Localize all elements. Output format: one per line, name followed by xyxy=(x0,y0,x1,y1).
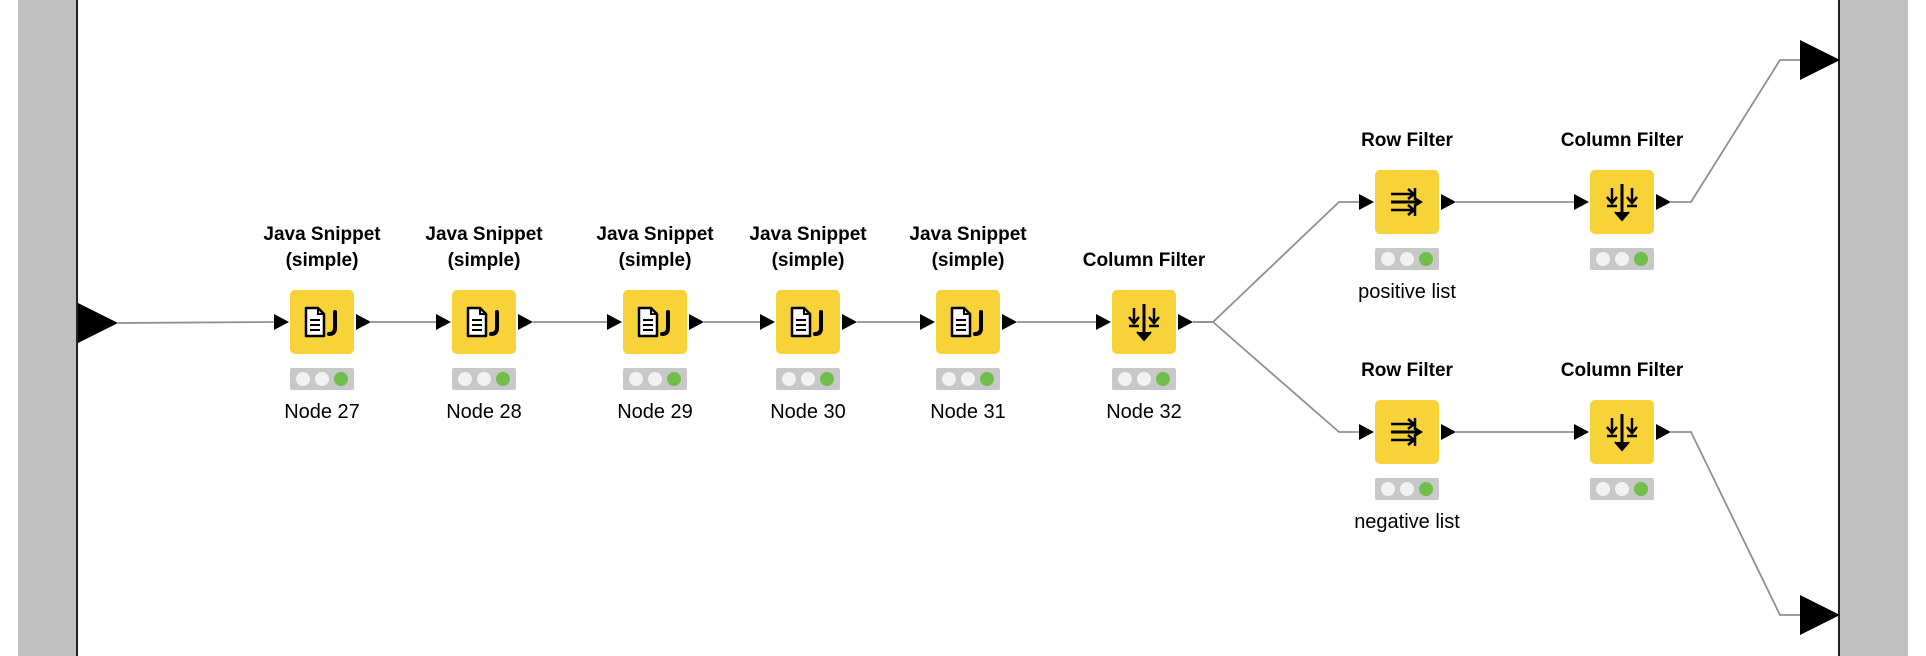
node-title: Java Snippet(simple) xyxy=(909,224,1027,271)
status-traffic-light xyxy=(290,368,354,390)
metanode-output-port-1[interactable] xyxy=(1800,40,1840,80)
node-label[interactable]: positive list xyxy=(1358,281,1456,303)
column-filter-icon[interactable] xyxy=(1590,170,1654,234)
node-column-filter-top[interactable]: Column Filter xyxy=(1561,130,1683,270)
metanode-output-port-2[interactable] xyxy=(1800,595,1840,635)
node-label[interactable]: Node 28 xyxy=(446,401,522,423)
java-snippet-icon[interactable] xyxy=(290,290,354,354)
output-port[interactable] xyxy=(1178,314,1193,330)
input-port[interactable] xyxy=(1359,194,1374,210)
input-port[interactable] xyxy=(760,314,775,330)
node-title: Java Snippet(simple) xyxy=(749,224,867,271)
node-row-filter-negative[interactable]: Row Filter negative list xyxy=(1354,360,1460,533)
node-java-snippet-27[interactable]: Java Snippet(simple) Node 27 xyxy=(263,224,380,423)
input-port[interactable] xyxy=(436,314,451,330)
java-snippet-icon[interactable] xyxy=(776,290,840,354)
node-title: Java Snippet(simple) xyxy=(425,224,543,271)
node-label[interactable]: Node 32 xyxy=(1106,401,1182,423)
row-filter-icon[interactable] xyxy=(1375,400,1439,464)
output-port[interactable] xyxy=(689,314,704,330)
node-title: Java Snippet(simple) xyxy=(596,224,714,271)
output-port[interactable] xyxy=(518,314,533,330)
node-label[interactable]: Node 31 xyxy=(930,401,1006,423)
status-traffic-light xyxy=(1590,478,1654,500)
output-port[interactable] xyxy=(1441,194,1456,210)
node-row-filter-positive[interactable]: Row Filter positive list xyxy=(1358,130,1456,303)
node-label[interactable]: negative list xyxy=(1354,511,1460,533)
node-label[interactable]: Node 29 xyxy=(617,401,693,423)
status-traffic-light xyxy=(623,368,687,390)
output-port[interactable] xyxy=(842,314,857,330)
node-java-snippet-28[interactable]: Java Snippet(simple) Node 28 xyxy=(425,224,542,423)
metanode-output-bar xyxy=(1838,0,1908,656)
node-column-filter-32[interactable]: Column Filter Node 32 xyxy=(1083,250,1205,423)
java-snippet-icon[interactable] xyxy=(623,290,687,354)
node-title: Column Filter xyxy=(1560,360,1684,381)
input-port[interactable] xyxy=(920,314,935,330)
metanode-input-port[interactable] xyxy=(78,303,118,343)
output-port[interactable] xyxy=(1441,424,1456,440)
node-label[interactable]: Node 27 xyxy=(284,401,360,423)
node-label[interactable]: Node 30 xyxy=(770,401,846,423)
status-traffic-light xyxy=(776,368,840,390)
java-snippet-icon[interactable] xyxy=(452,290,516,354)
status-traffic-light xyxy=(1590,248,1654,270)
connection-wire-0[interactable] xyxy=(117,321,275,324)
input-port[interactable] xyxy=(1574,194,1589,210)
input-port[interactable] xyxy=(1359,424,1374,440)
status-traffic-light xyxy=(1375,478,1439,500)
input-port[interactable] xyxy=(274,314,289,330)
node-title: Row Filter xyxy=(1361,130,1453,151)
node-title: Column Filter xyxy=(1082,250,1206,271)
connection-wire-7[interactable] xyxy=(1193,321,1359,433)
status-traffic-light xyxy=(936,368,1000,390)
node-title: Row Filter xyxy=(1361,360,1453,381)
status-traffic-light xyxy=(1375,248,1439,270)
output-port[interactable] xyxy=(1002,314,1017,330)
connection-wire-10[interactable] xyxy=(1671,59,1800,203)
input-port[interactable] xyxy=(607,314,622,330)
node-title: Java Snippet(simple) xyxy=(263,224,381,271)
column-filter-icon[interactable] xyxy=(1112,290,1176,354)
node-column-filter-bottom[interactable]: Column Filter xyxy=(1561,360,1683,500)
status-traffic-light xyxy=(452,368,516,390)
node-java-snippet-30[interactable]: Java Snippet(simple) Node 30 xyxy=(749,224,866,423)
node-java-snippet-31[interactable]: Java Snippet(simple) Node 31 xyxy=(909,224,1026,423)
input-port[interactable] xyxy=(1574,424,1589,440)
output-port[interactable] xyxy=(1656,194,1671,210)
output-port[interactable] xyxy=(1656,424,1671,440)
node-java-snippet-29[interactable]: Java Snippet(simple) Node 29 xyxy=(596,224,713,423)
output-port[interactable] xyxy=(356,314,371,330)
column-filter-icon[interactable] xyxy=(1590,400,1654,464)
java-snippet-icon[interactable] xyxy=(936,290,1000,354)
connection-wire-11[interactable] xyxy=(1671,431,1800,616)
input-port[interactable] xyxy=(1096,314,1111,330)
row-filter-icon[interactable] xyxy=(1375,170,1439,234)
node-title: Column Filter xyxy=(1560,130,1684,151)
status-traffic-light xyxy=(1112,368,1176,390)
metanode-input-bar xyxy=(18,0,78,656)
